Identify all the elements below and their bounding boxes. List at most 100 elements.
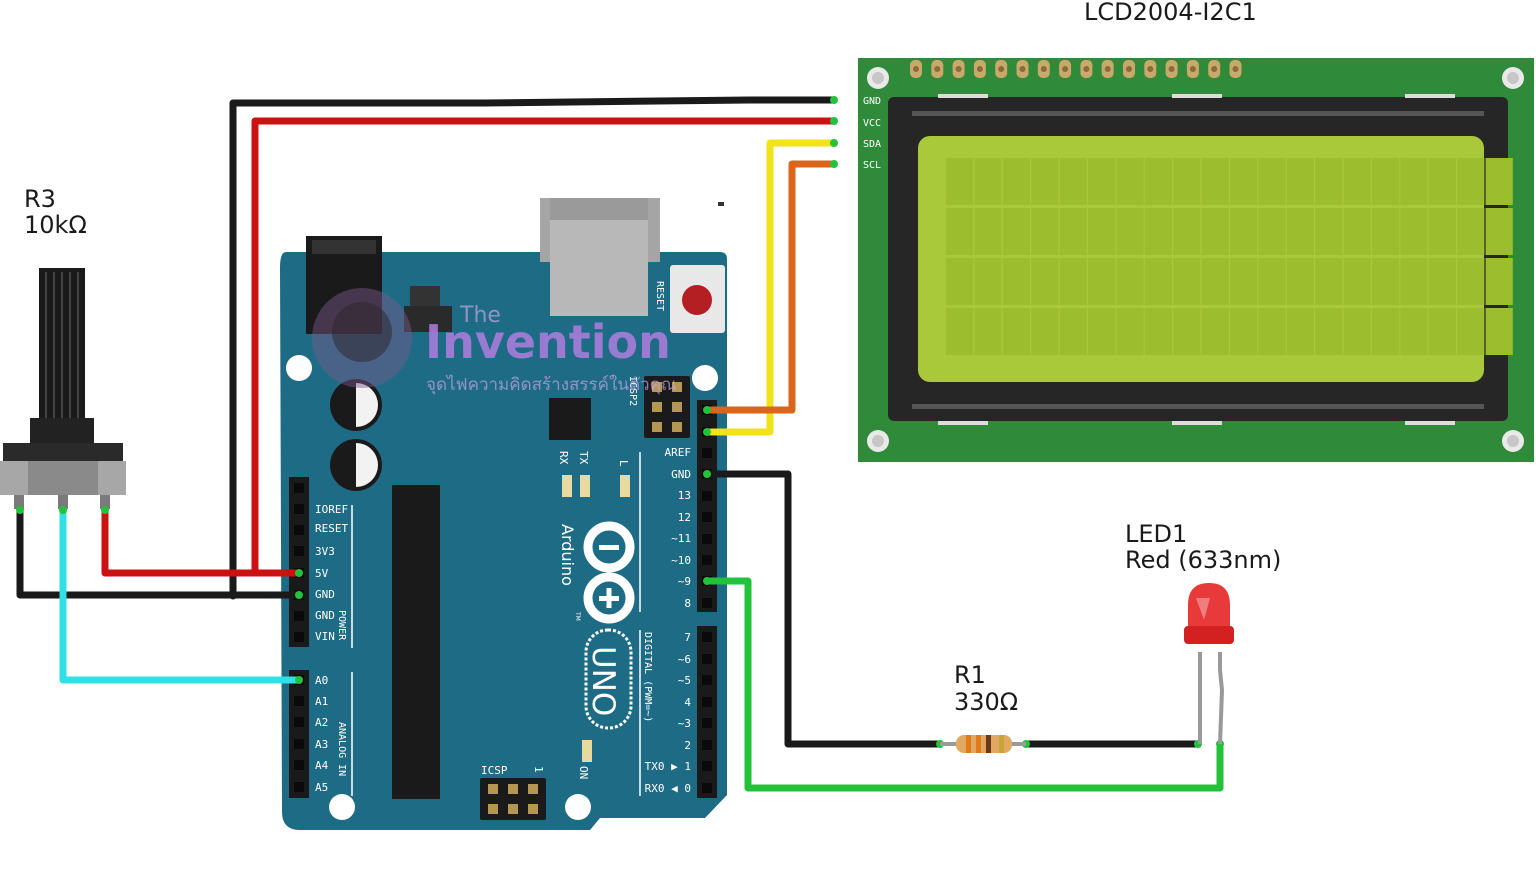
pin-gnd-1: GND — [315, 588, 335, 601]
pin-gnd-2: GND — [315, 609, 335, 622]
pin-gnd-3: GND — [671, 468, 691, 481]
pin-d13: 13 — [678, 489, 691, 502]
lcd-character-grid — [946, 158, 1513, 355]
header-hole[interactable] — [702, 512, 712, 522]
lcd-character-cell — [1400, 208, 1428, 255]
pin-a2: A2 — [315, 716, 328, 729]
pin-d12: 12 — [678, 511, 691, 524]
l-label: L — [617, 460, 630, 467]
pin-d3: ~3 — [678, 717, 691, 730]
header-hole[interactable] — [294, 696, 304, 706]
icsp2-label: ICSP2 — [627, 376, 638, 406]
led-value-label: Red (633nm) — [1125, 546, 1281, 574]
lcd-pin-gnd: GND — [863, 96, 881, 107]
lcd-character-cell — [1372, 258, 1400, 305]
reset-button-cap[interactable] — [682, 285, 712, 315]
digital-pin-labels: AREF GND 13 12 ~11 ~10 ~9 8 7 ~6 ~5 4 ~3… — [645, 446, 692, 795]
lcd-character-cell — [1315, 258, 1343, 305]
lcd-character-cell — [1059, 158, 1087, 205]
header-hole[interactable] — [702, 598, 712, 608]
pin-d9: ~9 — [678, 575, 691, 588]
pin-d10: ~10 — [671, 554, 691, 567]
header-hole[interactable] — [294, 504, 304, 514]
pin-a0: A0 — [315, 674, 328, 687]
header-hole[interactable] — [294, 739, 304, 749]
arduino-logo-icon — [583, 521, 635, 624]
uno-badge — [584, 628, 633, 730]
icsp2-header — [644, 376, 690, 438]
wire-a0-pot — [59, 506, 303, 684]
lcd-character-cell — [1116, 158, 1144, 205]
lcd-character-cell — [1286, 208, 1314, 255]
header-hole[interactable] — [702, 675, 712, 685]
lcd-character-cell — [1372, 208, 1400, 255]
header-hole[interactable] — [294, 760, 304, 770]
icsp-pin1-label: 1 — [532, 766, 545, 773]
lcd-character-cell — [1343, 158, 1371, 205]
header-hole[interactable] — [702, 783, 712, 793]
lcd-character-cell — [1144, 258, 1172, 305]
icsp-header — [480, 778, 546, 820]
lcd-character-cell — [1428, 308, 1456, 355]
led-name-label: LED1 — [1125, 520, 1187, 548]
lcd-character-cell — [1372, 308, 1400, 355]
lcd-character-cell — [1286, 308, 1314, 355]
board-mount-hole — [286, 355, 312, 381]
pot-value-label: 10kΩ — [24, 211, 87, 239]
lcd-character-cell — [1372, 158, 1400, 205]
lcd-character-cell — [1201, 158, 1229, 205]
header-hole[interactable] — [702, 448, 712, 458]
pin-d5: ~5 — [678, 674, 691, 687]
wire-gnd-lcd — [229, 96, 838, 600]
header-hole[interactable] — [702, 632, 712, 642]
lcd-character-cell — [1258, 258, 1286, 305]
header-hole[interactable] — [702, 555, 712, 565]
lcd-character-cell — [1031, 158, 1059, 205]
lcd-character-cell — [1286, 258, 1314, 305]
lcd-character-cell — [1002, 308, 1030, 355]
board-mount-hole — [329, 794, 355, 820]
header-hole[interactable] — [294, 483, 304, 493]
pin-d0: RX0 ◀ 0 — [645, 782, 691, 795]
pin-d7: 7 — [684, 631, 691, 644]
pin-aref: AREF — [665, 446, 692, 459]
lcd-character-cell — [1116, 308, 1144, 355]
atmega-chip — [392, 485, 440, 799]
lcd-pin-scl: SCL — [863, 160, 881, 171]
lcd-character-cell — [1059, 308, 1087, 355]
header-hole[interactable] — [294, 546, 304, 556]
potentiometer-r3 — [0, 268, 126, 509]
header-hole[interactable] — [702, 534, 712, 544]
header-hole[interactable] — [294, 611, 304, 621]
lcd-character-cell — [1315, 308, 1343, 355]
lcd-character-cell — [1400, 258, 1428, 305]
lcd-character-cell — [1059, 258, 1087, 305]
wire-sda — [703, 139, 838, 436]
lcd-character-cell — [1201, 258, 1229, 305]
lcd-character-cell — [1088, 308, 1116, 355]
lcd-character-cell — [974, 158, 1002, 205]
header-hole[interactable] — [702, 654, 712, 664]
lcd-character-cell — [1258, 308, 1286, 355]
header-hole[interactable] — [702, 761, 712, 771]
digital-section-label: DIGITAL (PWM=~) — [642, 632, 653, 722]
header-hole[interactable] — [702, 491, 712, 501]
lcd-character-cell — [1173, 258, 1201, 305]
wire-gnd-resistor — [703, 470, 944, 748]
header-hole[interactable] — [294, 717, 304, 727]
header-hole[interactable] — [294, 632, 304, 642]
board-mount-hole — [692, 365, 718, 391]
header-hole[interactable] — [294, 525, 304, 535]
arduino-pcb — [280, 252, 727, 830]
lcd-character-cell — [1088, 158, 1116, 205]
lcd-character-cell — [1428, 158, 1456, 205]
header-hole[interactable] — [294, 782, 304, 792]
voltage-regulator — [410, 286, 440, 308]
on-led — [582, 740, 592, 762]
pin-d11: ~11 — [671, 532, 691, 545]
arduino-brand: Arduino — [558, 524, 577, 586]
lcd-character-cell — [1258, 208, 1286, 255]
header-hole[interactable] — [702, 697, 712, 707]
header-hole[interactable] — [702, 740, 712, 750]
header-hole[interactable] — [702, 718, 712, 728]
